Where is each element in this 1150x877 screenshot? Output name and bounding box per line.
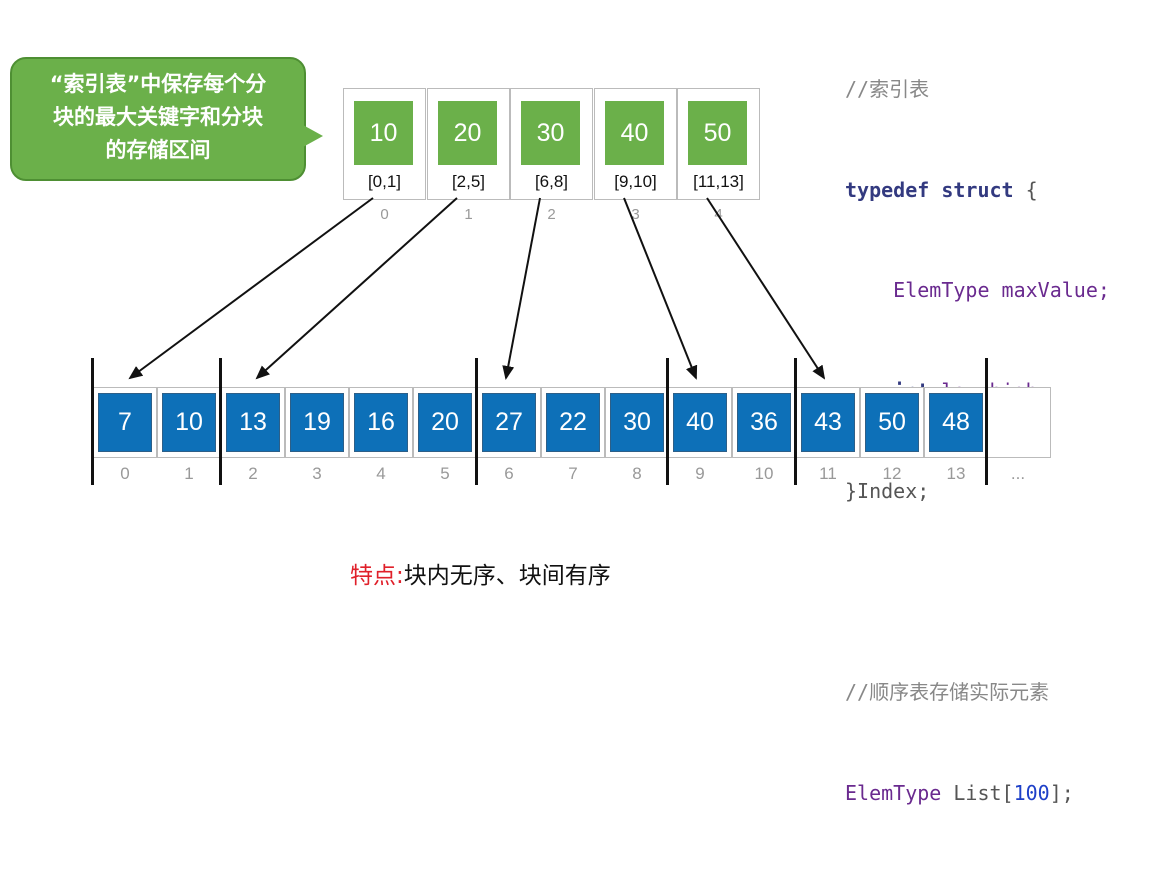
index-entry-4: 50 [11,13] — [677, 88, 760, 200]
array-cell-9: 40 — [668, 387, 732, 458]
array-subscript-7: 7 — [568, 464, 578, 483]
callout-line-2: 块的最大关键字和分块 — [53, 105, 263, 129]
array-value: 19 — [290, 393, 344, 452]
block-divider — [91, 358, 94, 485]
array-value: 10 — [162, 393, 216, 452]
arrow-block-1 — [255, 197, 458, 380]
index-subscript-3: 3 — [631, 206, 640, 223]
array-subscript-3: 3 — [312, 464, 322, 483]
array-value: 22 — [546, 393, 600, 452]
code-keyword-typedef: typedef — [845, 177, 930, 202]
index-max-key: 50 — [688, 101, 747, 165]
array-subscript-11: 11 — [819, 464, 837, 483]
array-value: 30 — [610, 393, 664, 452]
array-cell-13: 48 — [924, 387, 988, 458]
array-subscript-10: 10 — [754, 464, 774, 483]
arrow-block-0 — [128, 197, 374, 380]
array-cell-1: 10 — [157, 387, 221, 458]
code-list-size: 100 — [1013, 780, 1050, 805]
code-field1-name: maxValue; — [1001, 278, 1110, 302]
code-keyword-struct: struct — [941, 177, 1014, 202]
pointer-arrows — [128, 197, 826, 380]
index-range: [9,10] — [614, 172, 657, 191]
array-subscript-6: 6 — [504, 464, 514, 483]
index-entry-3: 40 [9,10] — [594, 88, 677, 200]
array-cell-6: 27 — [477, 387, 541, 458]
array-subscript-5: 5 — [440, 464, 450, 483]
callout-tail — [303, 125, 323, 147]
array-subscript-2: 2 — [248, 464, 258, 483]
array-value: 13 — [226, 393, 280, 452]
array-cell-empty — [986, 387, 1051, 458]
index-entry-1: 20 [2,5] — [427, 88, 510, 200]
array-cell-12: 50 — [860, 387, 924, 458]
array-cell-10: 36 — [732, 387, 796, 458]
array-cell-0: 7 — [93, 387, 157, 458]
index-max-key: 30 — [521, 101, 580, 165]
index-max-key: 40 — [605, 101, 664, 165]
code-list-end: ]; — [1049, 780, 1074, 805]
arrow-block-2 — [502, 197, 541, 380]
array-value: 27 — [482, 393, 536, 452]
array-subscript-0: 0 — [120, 464, 130, 483]
arrow-block-3 — [623, 197, 698, 380]
code-field1-type: ElemType — [893, 278, 990, 302]
index-range: [2,5] — [451, 172, 486, 191]
index-subscript-0: 0 — [380, 206, 389, 223]
feature-caption: 特点:块内无序、块间有序 — [350, 556, 611, 590]
array-value: 7 — [98, 393, 152, 452]
array-value: 36 — [737, 393, 791, 452]
code-line-close: }Index; — [845, 479, 930, 503]
index-range: [0,1] — [367, 172, 402, 191]
index-sequential-diagram: “索引表”中保存每个分 块的最大关键字和分块 的存储区间 //索引表 typed… — [10, 57, 1110, 805]
index-max-key: 20 — [438, 101, 497, 165]
code-line-list: ElemType List[100]; — [845, 777, 1110, 811]
feature-label: 特点: — [350, 563, 404, 589]
array-subscript-9: 9 — [695, 464, 705, 483]
array-subscript-13: 13 — [946, 464, 966, 483]
index-range: [11,13] — [693, 172, 744, 191]
index-subscript-1: 1 — [464, 206, 473, 223]
index-max-key: 10 — [354, 101, 413, 165]
code-line-typedef: typedef struct { — [845, 174, 1110, 208]
code-comment-index: //索引表 — [845, 77, 930, 101]
block-divider — [666, 358, 669, 485]
feature-text: 块内无序、块间有序 — [403, 563, 611, 589]
index-entry-0: 10 [0,1] — [343, 88, 426, 200]
array-cell-3: 19 — [285, 387, 349, 458]
array-value: 20 — [418, 393, 472, 452]
array-subscript-4: 4 — [376, 464, 386, 483]
block-divider — [794, 358, 797, 485]
array-subscript-1: 1 — [184, 464, 194, 483]
callout-line-1: “索引表”中保存每个分 — [49, 72, 267, 96]
array-cell-7: 22 — [541, 387, 605, 458]
array-cell-4: 16 — [349, 387, 413, 458]
code-line-field1: ElemType maxValue; — [845, 274, 1110, 308]
array-value: 50 — [865, 393, 919, 452]
array-value: 48 — [929, 393, 983, 452]
arrow-block-4 — [706, 197, 826, 380]
array-subscript-8: 8 — [632, 464, 642, 483]
callout-line-3: 的存储区间 — [105, 138, 211, 162]
code-list-type: ElemType — [845, 780, 942, 805]
index-entry-2: 30 [6,8] — [510, 88, 593, 200]
array-cell-8: 30 — [605, 387, 669, 458]
array-value: 43 — [801, 393, 855, 452]
index-range: [6,8] — [534, 172, 569, 191]
array-subscript-ellipsis: ... — [1010, 464, 1026, 483]
block-divider — [475, 358, 478, 485]
block-divider — [219, 358, 222, 485]
callout-bubble: “索引表”中保存每个分 块的最大关键字和分块 的存储区间 — [10, 57, 323, 181]
array-value: 16 — [354, 393, 408, 452]
array-cell-11: 43 — [796, 387, 860, 458]
array-value: 40 — [673, 393, 727, 452]
code-list-name: List[ — [953, 780, 1014, 805]
array-subscript-12: 12 — [882, 464, 902, 483]
index-subscript-2: 2 — [547, 206, 556, 223]
code-comment-list: //顺序表存储实际元素 — [845, 680, 1050, 704]
block-divider — [985, 358, 988, 485]
code-brace-open: { — [1025, 177, 1038, 202]
